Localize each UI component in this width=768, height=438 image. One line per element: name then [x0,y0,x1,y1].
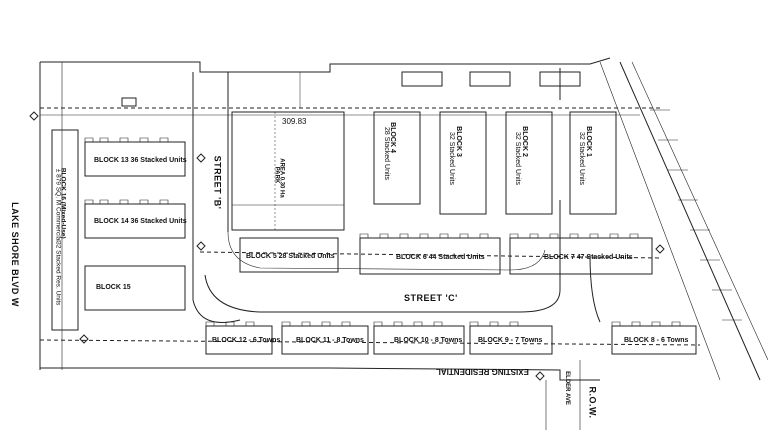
row-line-1 [619,61,761,381]
block-1-name: BLOCK 1 [584,126,592,157]
block-2-outline [505,111,553,215]
block-5-label: BLOCK 5 28 Stacked Units [246,253,335,260]
block-14-label: BLOCK 14 36 Stacked Units [94,218,187,225]
street-c-curve [204,200,561,313]
block-6-outline [359,237,501,275]
park-area [231,111,345,231]
block-14-outline [84,203,186,239]
elder-ave-label: ELDER AVE [563,371,570,405]
block-4-outline [373,111,421,205]
block-2-name: BLOCK 2 [520,126,528,157]
block-5-outline [239,237,339,273]
block-7-outline [509,237,653,275]
block-13-label: BLOCK 13 36 Stacked Units [94,157,187,164]
block-9-outline [469,325,553,355]
block-15-outline [84,265,186,311]
street-c-label: STREET 'C' [404,293,458,303]
property-line-bottom [40,367,600,381]
block-3-outline [439,111,487,215]
row-label: R.O.W. [587,386,598,419]
block-7-label: BLOCK 7 47 Stacked Units [544,254,633,261]
block-12-label: BLOCK 12 - 6 Towns [212,337,281,344]
block-11-outline [281,325,369,355]
street-b-label: STREET 'B' [212,155,223,210]
block-4-units: 28 Stacked Units [382,127,390,180]
block-16-line3: 32 Stacked Res. Units [54,241,62,306]
row-line-2 [631,61,768,361]
block-10-label: BLOCK 10 - 8 Towns [394,337,463,344]
existing-residential-label: EXISTING RESIDENTIAL [436,367,529,376]
block-12-outline [205,325,273,355]
block-8-outline [611,325,697,355]
dashed-axis-bottom [39,339,701,346]
park-dimension: 309.83 [282,117,307,126]
block-6-label: BLOCK 6 44 Stacked Units [396,254,485,261]
property-line-top [40,57,611,73]
block-3-units: 32 Stacked Units [447,132,455,185]
lake-shore-label: LAKE SHORE BLVD W [9,202,20,307]
block-16-line2: ± 879 SQ. M Commercial [54,168,62,242]
block-11-label: BLOCK 11 - 8 Towns [296,337,364,344]
block-2-units: 32 Stacked Units [513,132,521,185]
block-8-label: BLOCK 8 - 6 Towns [624,337,689,344]
block-1-units: 32 Stacked Units [577,132,585,185]
park-area-label: AREA 0.30 Ha [278,158,285,198]
block-1-outline [569,111,617,215]
block-9-label: BLOCK 9 - 7 Towns [478,337,543,344]
block-16-outline [51,129,79,331]
block-13-outline [84,141,186,177]
block-15-label: BLOCK 15 [96,284,131,291]
block-10-outline [373,325,465,355]
block-3-name: BLOCK 3 [454,126,462,157]
